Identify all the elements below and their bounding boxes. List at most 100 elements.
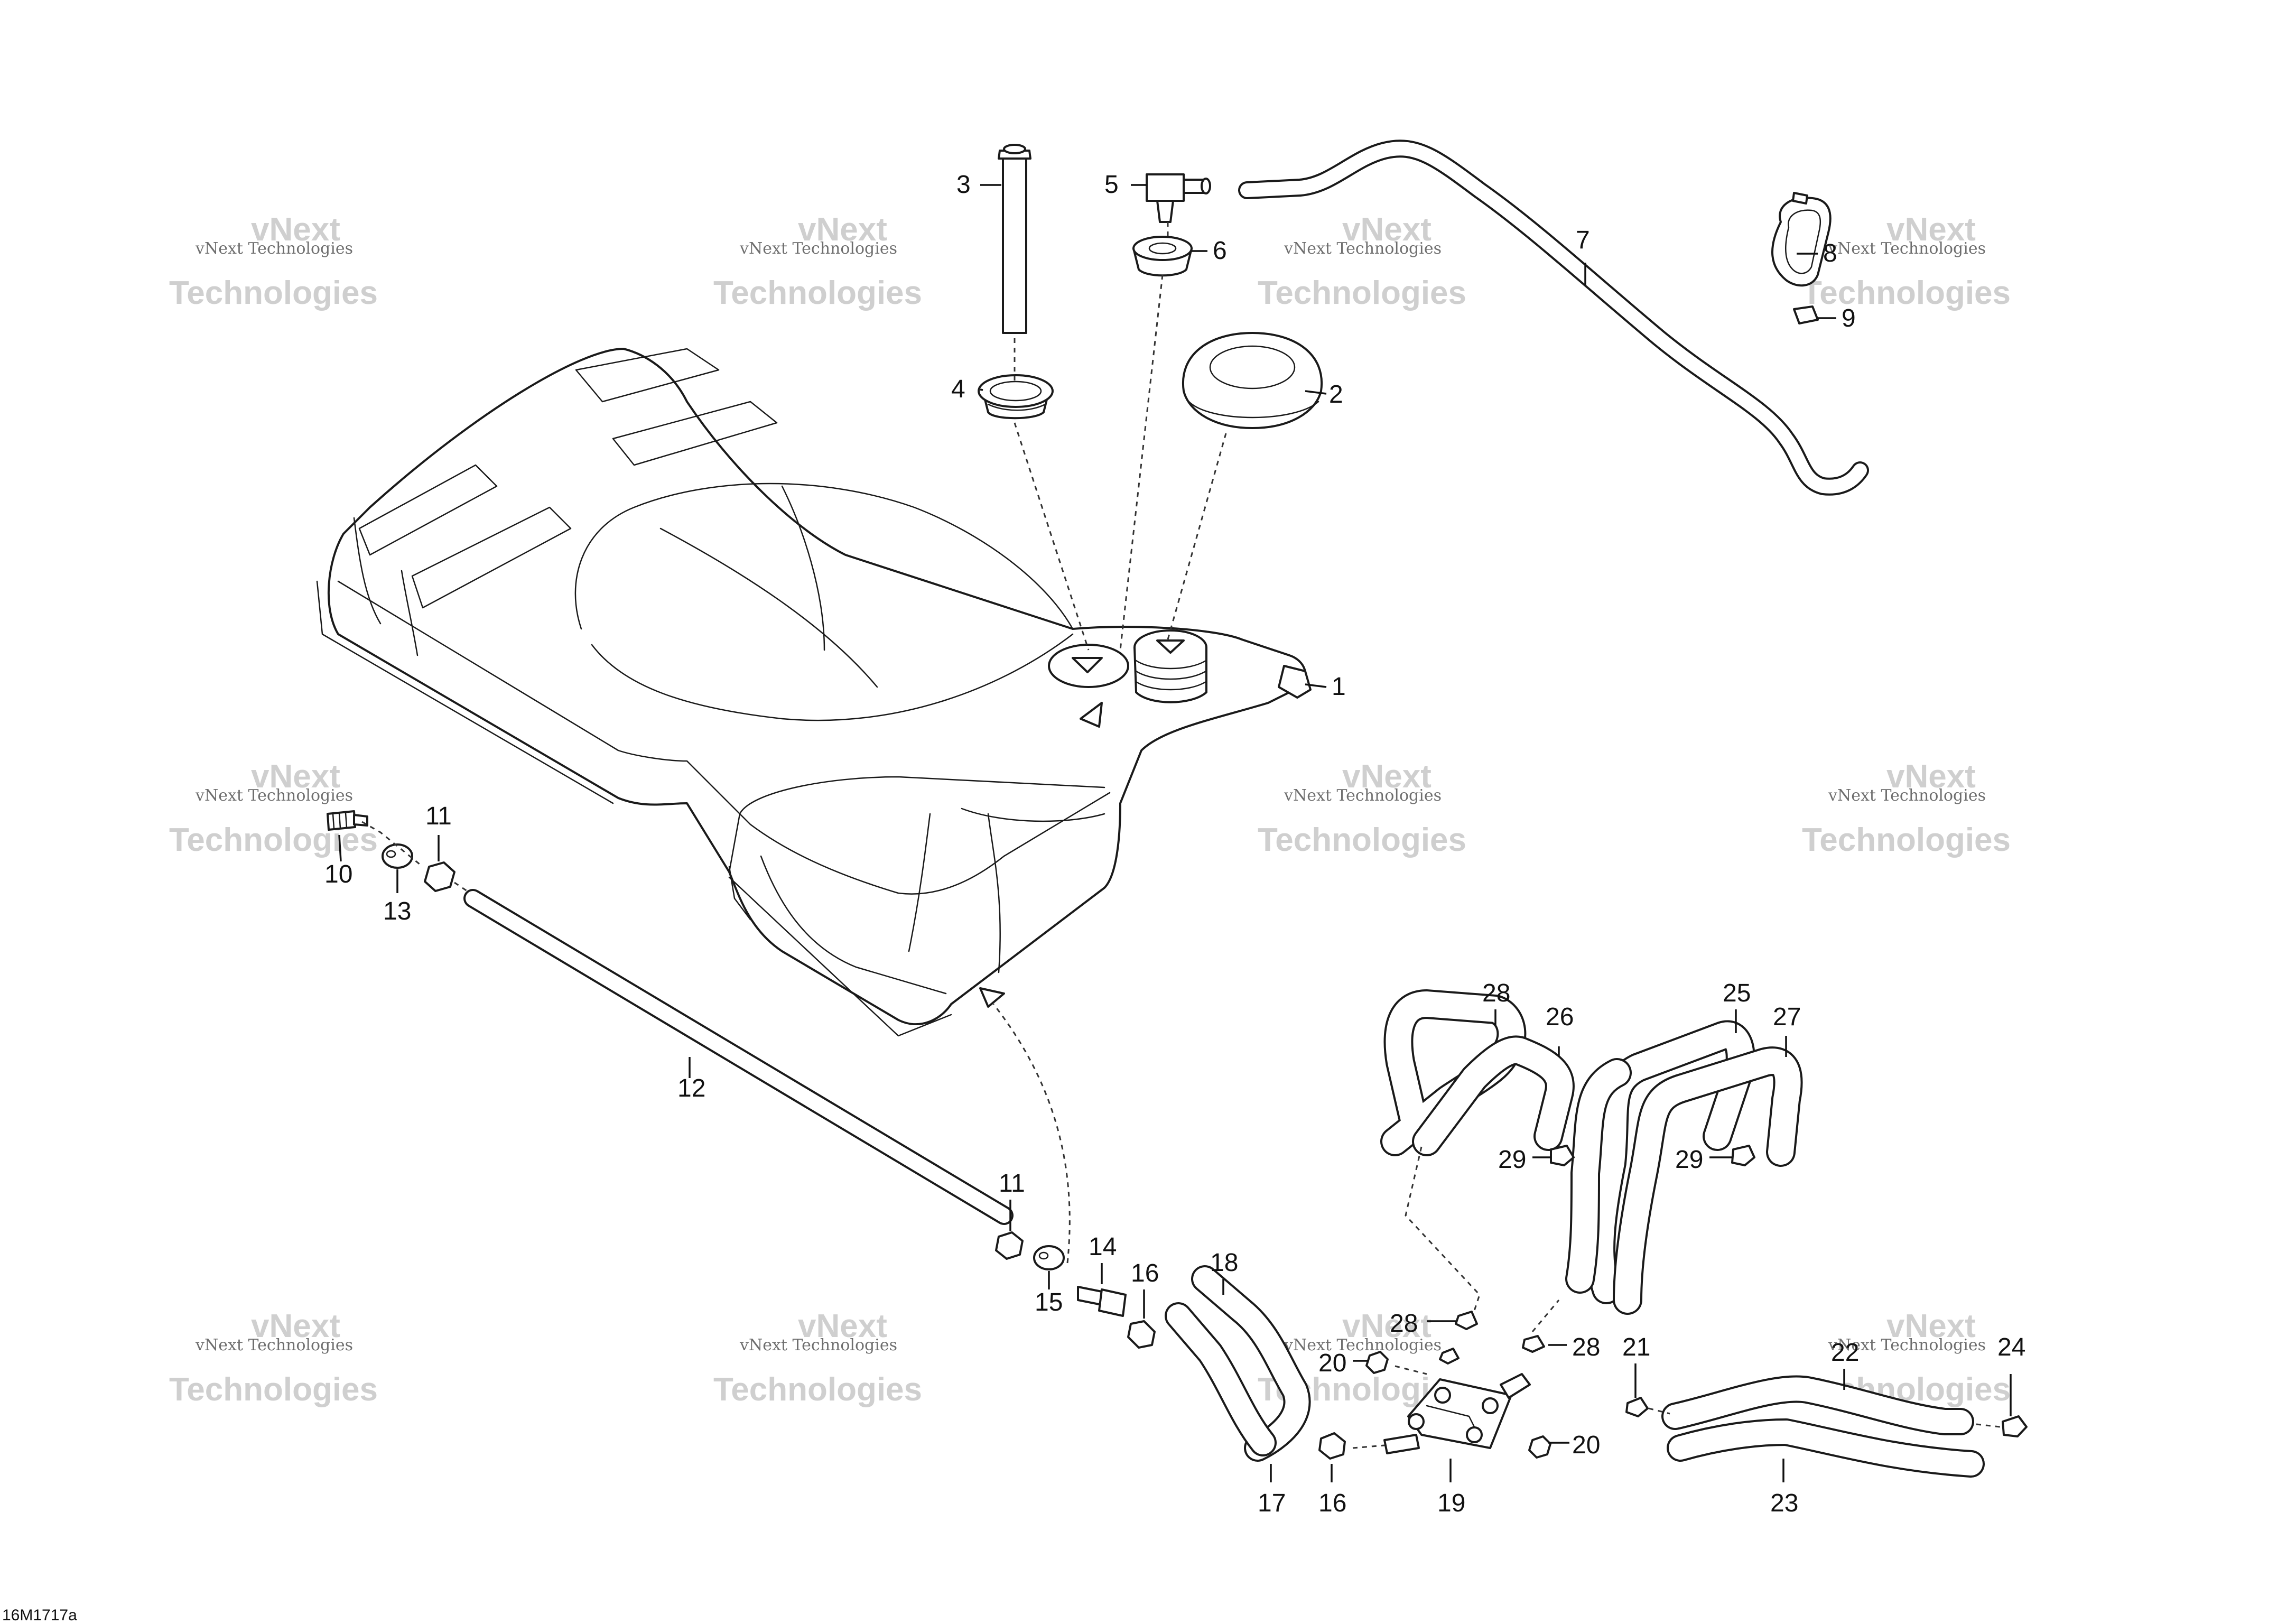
clamp-16-lower xyxy=(1318,1432,1346,1460)
callout-4: 4 xyxy=(951,375,965,403)
sender-tube xyxy=(998,144,1031,334)
watermark: vNext vNext Technologies Technologies xyxy=(169,211,378,311)
callout-22: 22 xyxy=(1831,1339,1859,1367)
watermark: vNext vNext Technologies Technologies xyxy=(1258,758,1466,858)
callout-5: 5 xyxy=(1104,171,1119,199)
callout-29-right: 29 xyxy=(1675,1146,1703,1174)
svg-text:vNext Technologies: vNext Technologies xyxy=(1284,786,1442,805)
hose-25 xyxy=(1586,1020,1755,1304)
callout-12: 12 xyxy=(677,1074,705,1102)
hose-27 xyxy=(1613,1046,1803,1315)
clamp-28-c xyxy=(1522,1335,1545,1353)
drain-tube xyxy=(463,889,1014,1225)
callout-28-b: 28 xyxy=(1572,1333,1600,1361)
callout-9: 9 xyxy=(1842,304,1856,332)
svg-text:vNext: vNext xyxy=(251,1308,340,1344)
hose-23 xyxy=(1667,1418,1985,1478)
svg-text:vNext Technologies: vNext Technologies xyxy=(1284,1336,1442,1354)
rollover-valve xyxy=(1146,173,1211,223)
clamp-28-a xyxy=(1455,1311,1478,1330)
hose-25b xyxy=(1565,1058,1632,1294)
hose-26 xyxy=(1412,1035,1575,1156)
washer-13 xyxy=(382,843,413,869)
callout-11-lower: 11 xyxy=(999,1170,1025,1198)
callout-20-a: 20 xyxy=(1318,1349,1346,1377)
svg-text:vNext: vNext xyxy=(251,758,340,795)
svg-text:vNext Technologies: vNext Technologies xyxy=(195,239,353,258)
svg-text:vNext: vNext xyxy=(798,211,887,248)
nut-11-upper xyxy=(424,861,456,892)
svg-text:Technologies: Technologies xyxy=(169,275,378,311)
svg-text:Technologies: Technologies xyxy=(713,275,922,311)
drawing-reference: 16M1717a xyxy=(2,1607,77,1624)
svg-text:Technologies: Technologies xyxy=(1802,275,2011,311)
callout-6: 6 xyxy=(1213,237,1227,265)
callout-19: 19 xyxy=(1437,1489,1465,1517)
callout-28-top: 28 xyxy=(1482,979,1510,1007)
callout-20-b: 20 xyxy=(1572,1431,1600,1459)
svg-text:Technologies: Technologies xyxy=(169,1371,378,1408)
callout-10: 10 xyxy=(324,860,352,888)
svg-text:vNext: vNext xyxy=(1886,211,1976,248)
watermark: vNext vNext Technologies Technologies xyxy=(169,758,378,858)
watermark: vNext vNext Technologies Technologies xyxy=(1802,758,2011,858)
grommet xyxy=(1132,236,1193,277)
watermark-group: vNext vNext Technologies Technologies vN… xyxy=(169,211,2011,1408)
fitting-14 xyxy=(1077,1286,1127,1317)
callout-23: 23 xyxy=(1770,1489,1798,1517)
callout-2: 2 xyxy=(1329,381,1343,409)
clamp-24 xyxy=(2002,1415,2028,1437)
callout-7: 7 xyxy=(1576,226,1590,254)
callout-11-upper: 11 xyxy=(425,802,452,830)
callout-13: 13 xyxy=(383,897,411,925)
callout-14: 14 xyxy=(1089,1233,1117,1261)
svg-text:vNext: vNext xyxy=(1886,1308,1976,1344)
watermark: vNext vNext Technologies Technologies xyxy=(713,211,922,311)
svg-text:Technologies: Technologies xyxy=(1258,275,1466,311)
callout-24: 24 xyxy=(1997,1333,2025,1361)
callout-28-a: 28 xyxy=(1390,1310,1418,1338)
callout-25: 25 xyxy=(1723,979,1751,1007)
callouts: 1 2 3 4 5 6 7 8 9 10 11 11 12 13 14 15 1… xyxy=(324,171,2025,1517)
callout-17: 17 xyxy=(1258,1489,1286,1517)
callout-26: 26 xyxy=(1546,1003,1574,1031)
hose-22 xyxy=(1661,1375,1974,1435)
strap xyxy=(1771,192,1832,287)
svg-text:Technologies: Technologies xyxy=(713,1371,922,1408)
callout-18: 18 xyxy=(1210,1249,1238,1277)
svg-text:vNext Technologies: vNext Technologies xyxy=(1284,239,1442,258)
watermark: vNext vNext Technologies Technologies xyxy=(1802,211,2011,311)
clamp-28-b xyxy=(1439,1348,1460,1365)
nut-11-lower xyxy=(995,1231,1024,1260)
leader-lines xyxy=(338,184,2012,1482)
svg-text:Technologies: Technologies xyxy=(1802,822,2011,858)
threaded-ring xyxy=(978,374,1054,420)
hose-17 xyxy=(1165,1302,1277,1456)
callout-29-left: 29 xyxy=(1498,1146,1526,1174)
clip xyxy=(1793,305,1819,324)
svg-text:vNext: vNext xyxy=(798,1308,887,1344)
svg-text:vNext: vNext xyxy=(1342,1308,1431,1344)
callout-16-upper: 16 xyxy=(1131,1259,1159,1287)
clamp-29-right xyxy=(1731,1145,1755,1166)
svg-text:vNext Technologies: vNext Technologies xyxy=(1828,1336,1986,1354)
callout-16-lower: 16 xyxy=(1318,1489,1346,1517)
vent-hose xyxy=(1238,140,1869,496)
fuel-tank xyxy=(316,348,1312,1037)
assembly-lines xyxy=(361,222,2001,1449)
hose-18 xyxy=(1191,1265,1311,1462)
svg-text:vNext Technologies: vNext Technologies xyxy=(1828,786,1986,805)
nut-20-b xyxy=(1528,1435,1551,1459)
svg-text:vNext Technologies: vNext Technologies xyxy=(195,786,353,805)
callout-8: 8 xyxy=(1823,239,1837,267)
svg-text:Technologies: Technologies xyxy=(1258,822,1466,858)
svg-text:vNext: vNext xyxy=(251,211,340,248)
callout-21: 21 xyxy=(1622,1333,1650,1361)
fuel-cap xyxy=(1182,332,1323,429)
svg-text:vNext: vNext xyxy=(1342,211,1431,248)
clamp-16-upper xyxy=(1127,1320,1156,1349)
callout-15: 15 xyxy=(1035,1288,1063,1316)
callout-27: 27 xyxy=(1773,1003,1801,1031)
svg-text:vNext: vNext xyxy=(1342,758,1431,795)
